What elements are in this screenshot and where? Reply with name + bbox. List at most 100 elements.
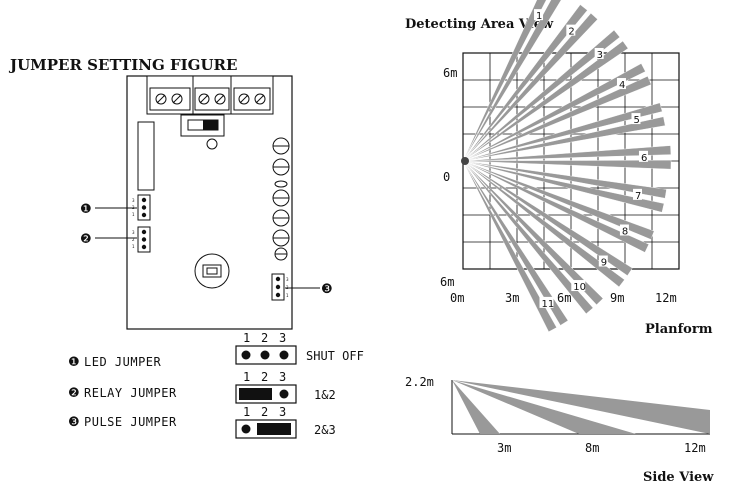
board-jumper-2 — [137, 226, 151, 253]
beam-label: 8 — [622, 227, 628, 238]
beam-finger — [462, 0, 547, 162]
sensor-origin — [461, 157, 469, 165]
jumper-figure-title: JUMPER SETTING FIGURE — [8, 56, 237, 74]
beam-finger — [462, 160, 655, 240]
beam-finger — [462, 145, 672, 162]
board-jumper-3 — [271, 273, 285, 301]
pin-number: 1 — [243, 331, 250, 345]
distance-label: 12m — [684, 441, 706, 455]
callout-lines — [95, 207, 320, 289]
jumper-label: LED JUMPER — [84, 355, 162, 369]
x-axis-label: 0m — [450, 291, 464, 305]
detecting-area-title: Detecting Area View — [405, 17, 554, 32]
y-axis-label: 6m — [443, 66, 457, 80]
beam-finger — [462, 160, 557, 333]
pin-number: 3 — [279, 405, 286, 419]
planform-caption: Planform — [645, 322, 713, 337]
setting-value: SHUT OFF — [306, 349, 364, 363]
beam-label: 2 — [568, 27, 574, 38]
pin-number: 1 — [243, 370, 250, 384]
beam-label-bg — [619, 224, 629, 236]
beam-label-bg — [594, 47, 604, 59]
pin-number: 1 — [243, 405, 250, 419]
terminal-block — [146, 75, 194, 115]
beam-label-bg — [566, 24, 576, 36]
beam-finger — [462, 159, 672, 170]
beam-label: 4 — [619, 80, 625, 91]
circuit-board: 3 2 1 3 2 1 3 2 1 — [126, 75, 293, 330]
jumper-label: RELAY JUMPER — [84, 386, 177, 400]
beam-label-bg — [616, 78, 626, 90]
beam-label-bg — [534, 9, 544, 21]
pin-number: 2 — [261, 370, 268, 384]
beam-label: 7 — [635, 191, 641, 202]
beam-finger — [462, 160, 594, 315]
beam-label-bg — [571, 280, 586, 292]
side-beam-3m — [452, 380, 500, 434]
beam-label: 1 — [536, 11, 542, 22]
jumper-diagram-2-3 — [235, 419, 297, 439]
pin-number: 3 — [279, 370, 286, 384]
pin-label: 3 — [132, 230, 135, 235]
distance-label: 8m — [585, 441, 599, 455]
pin-label: 3 — [286, 277, 289, 282]
pin-label: 1 — [132, 244, 135, 249]
row-marker: ❶ — [68, 355, 80, 370]
beam-finger — [462, 12, 598, 162]
beam-finger — [462, 160, 665, 213]
pin-label: 1 — [132, 212, 135, 217]
beam-label: 9 — [601, 258, 607, 269]
beam-label-bg — [631, 113, 641, 125]
row-marker: ❸ — [68, 415, 80, 430]
beam-label: 10 — [573, 282, 586, 293]
beam-finger — [462, 160, 633, 276]
side-beam-8m — [452, 380, 636, 434]
terminal-block — [230, 75, 274, 115]
pin-label: 3 — [132, 198, 135, 203]
terminal-block — [192, 75, 232, 115]
beam-label: 6 — [641, 153, 647, 164]
jumper-diagram-shut-off — [235, 345, 297, 365]
beam-finger — [462, 160, 625, 288]
x-axis-label: 6m — [557, 291, 571, 305]
led-hole — [206, 138, 218, 150]
detection-beams — [461, 0, 672, 333]
beam-label-bg — [633, 188, 643, 200]
beam-finger — [462, 29, 621, 162]
beam-finger — [462, 4, 588, 162]
beam-finger — [462, 116, 666, 162]
pin-label: 2 — [132, 237, 135, 242]
beam-finger — [462, 160, 667, 199]
beam-finger — [462, 40, 629, 162]
beam-finger — [462, 63, 646, 162]
x-axis-label: 12m — [655, 291, 677, 305]
y-axis-label: 6m — [440, 275, 454, 289]
row-marker: ❷ — [68, 386, 80, 401]
jumper-legend: 1 2 3 1 2 3 1 2 3 SHUT OFF 1&2 2&3 — [68, 331, 364, 439]
y-axis-label: 0 — [443, 170, 450, 184]
pir-sensor — [194, 253, 230, 289]
height-label: 2.2m — [405, 375, 434, 389]
jumper-diagram-1-2 — [235, 384, 297, 404]
side-connector — [137, 121, 155, 191]
beam-finger — [462, 160, 569, 326]
distance-label: 3m — [497, 441, 511, 455]
beam-label: 11 — [542, 299, 555, 310]
jumper-label: PULSE JUMPER — [84, 415, 177, 429]
x-axis-label: 9m — [610, 291, 624, 305]
setting-value: 2&3 — [314, 423, 336, 437]
pin-number: 3 — [279, 331, 286, 345]
beam-finger — [462, 0, 562, 162]
beam-label: 5 — [633, 115, 639, 126]
beam-label-bg — [539, 296, 554, 308]
capacitor-column — [272, 137, 290, 261]
beam-finger — [462, 75, 652, 162]
beam-finger — [462, 160, 604, 306]
side-view: 2.2m 3m 8m 12m Side View — [405, 375, 714, 485]
beam-label-bg — [638, 150, 648, 162]
setting-value: 1&2 — [314, 388, 336, 402]
pin-label: 1 — [286, 293, 289, 298]
board-jumper-1 — [137, 194, 151, 221]
